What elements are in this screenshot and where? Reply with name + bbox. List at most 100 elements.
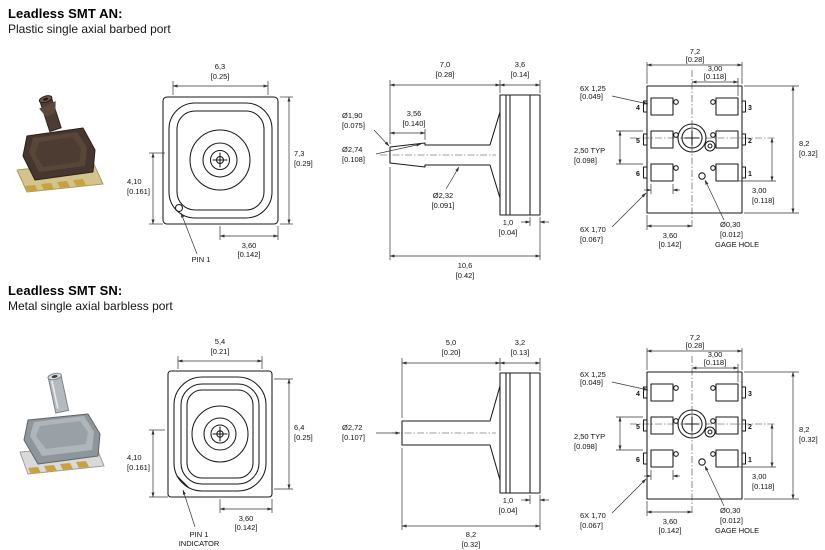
- bottom-view-an: 7,2 [0.28] 3,00 [0.118] 6X 1,25 [0.049] …: [574, 47, 818, 249]
- dim-body-in: [0.13]: [511, 348, 530, 357]
- dim-height-mm: 6,4: [294, 423, 304, 432]
- dim-lid-in: [0.04]: [499, 506, 518, 515]
- dim-total-mm: 10,6: [458, 261, 473, 270]
- pin1-mark: [174, 203, 184, 213]
- gage-hole-dia-in: [0.012]: [720, 516, 743, 525]
- dim-center-w-in: [0.118]: [704, 72, 726, 81]
- package-side-outline: [389, 94, 541, 216]
- dim-pitch-in: [0.098]: [574, 442, 597, 451]
- bottom-view-sn: 7,2 [0.28] 3,00 [0.118] 6X 1,25 [0.049] …: [574, 333, 818, 535]
- barbless-port: [47, 372, 70, 414]
- section-sn-title: Leadless SMT SN:: [8, 283, 123, 298]
- dim-pad-mm: 3,60: [242, 241, 257, 250]
- dim-pad-width-mm: 6X 1,70: [580, 225, 606, 234]
- dim-center-h-in: [0.118]: [752, 196, 774, 205]
- dim-overall-h-in: [0.32]: [799, 149, 818, 158]
- top-view-an-dimensions: [149, 81, 293, 255]
- dim-pad-width-mm: 6X 1,70: [580, 511, 606, 520]
- pin1-label: PIN 1: [192, 255, 211, 264]
- gage-hole-dia-in: [0.012]: [720, 230, 743, 239]
- top-view-an: 6,3 [0.25] 7,3 [0.29] 4,10 [0.161] 3,60 …: [127, 62, 313, 264]
- dim-overall-h-in: [0.32]: [799, 435, 818, 444]
- side-view-an: 7,0 [0.28] 3,6 [0.14] Ø1,90 [0.075] 3,56…: [342, 60, 549, 280]
- dim-pad-height-in: [0.049]: [580, 378, 603, 387]
- gage-hole-label: GAGE HOLE: [715, 240, 759, 249]
- package-top-outline: [167, 370, 273, 498]
- dim-pitch-in: [0.098]: [574, 156, 597, 165]
- package-bottom-outline: [642, 371, 747, 500]
- dim-pad-width-in: [0.067]: [580, 521, 603, 530]
- dim-height-in: [0.29]: [294, 159, 313, 168]
- dim-tip-dia-mm: Ø1,90: [342, 111, 362, 120]
- pin-6-label: 6: [636, 171, 640, 178]
- gage-hole: [698, 172, 706, 180]
- dim-total-mm: 8,2: [466, 530, 476, 539]
- pin-4-label: 4: [636, 391, 640, 398]
- dim-overall-h-mm: 8,2: [799, 139, 809, 148]
- dim-center-w-mm: 3,00: [708, 350, 723, 359]
- dim-pitch-mm: 2,50 TYP: [574, 146, 605, 155]
- dim-pad-width-in: [0.067]: [580, 235, 603, 244]
- package-bottom-outline: [642, 85, 747, 214]
- bottom-view-sn-dimensions: [611, 348, 799, 516]
- dim-body-mm: 3,2: [515, 338, 525, 347]
- dim-port-length-in: [0.20]: [442, 348, 461, 357]
- dim-center-w-mm: 3,00: [708, 64, 723, 73]
- dim-overall-w-mm: 7,2: [690, 47, 700, 56]
- gage-hole-dia-mm: Ø0,30: [720, 506, 740, 515]
- dim-total-in: [0.42]: [456, 271, 475, 280]
- top-view-sn: 5,4 [0.21] 6,4 [0.25] 4,10 [0.161] 3,60 …: [127, 337, 313, 548]
- gage-hole-label: GAGE HOLE: [715, 526, 759, 535]
- dim-pad-in: [0.142]: [235, 523, 258, 532]
- dim-body-in: [0.14]: [511, 70, 530, 79]
- top-view-sn-dimensions: [149, 356, 293, 528]
- dim-pad-in: [0.142]: [238, 250, 261, 259]
- dim-port-height-in: [0.161]: [127, 187, 150, 196]
- pin-1-label: 1: [748, 457, 752, 464]
- dim-overall-w-in: [0.28]: [686, 55, 705, 64]
- dim-tube-dia-in: [0.107]: [342, 433, 365, 442]
- dim-width-mm: 6,3: [215, 62, 225, 71]
- dim-port-height-mm: 4,10: [127, 177, 142, 186]
- dim-barb-in: [0.140]: [403, 119, 426, 128]
- dim-overall-w-mm: 7,2: [690, 333, 700, 342]
- dim-port-height-mm: 4,10: [127, 453, 142, 462]
- dim-overall-h-mm: 8,2: [799, 425, 809, 434]
- dim-half-w-in: [0.142]: [659, 526, 682, 535]
- pin-1-label: 1: [748, 171, 752, 178]
- dim-half-w-mm: 3,60: [663, 231, 678, 240]
- dim-pad-mm: 3,60: [239, 514, 254, 523]
- section-an-title: Leadless SMT AN:: [8, 6, 123, 21]
- dim-center-h-in: [0.118]: [752, 482, 774, 491]
- product-photo-an: [16, 95, 104, 193]
- dim-width-mm: 5,4: [215, 337, 225, 346]
- dim-port-length-in: [0.28]: [436, 70, 455, 79]
- dim-barb-dia-in: [0.108]: [342, 155, 365, 164]
- photo-smt-sn: [19, 372, 105, 475]
- dim-lid-mm: 1,0: [503, 218, 513, 227]
- dim-height-in: [0.25]: [294, 433, 313, 442]
- dim-height-mm: 7,3: [294, 149, 304, 158]
- pin-5-label: 5: [636, 138, 640, 145]
- dim-overall-w-in: [0.28]: [686, 341, 705, 350]
- pin1-label-line2: INDICATOR: [179, 539, 220, 548]
- section-an-subtitle: Plastic single axial barbed port: [8, 22, 171, 36]
- bottom-view-an-dimensions: [611, 62, 799, 230]
- dim-center-w-in: [0.118]: [704, 358, 726, 367]
- dim-pad-height-mm: 6X 1,25: [580, 370, 606, 379]
- pin-6-label: 6: [636, 457, 640, 464]
- dim-barb-mm: 3,56: [407, 109, 422, 118]
- dim-tube-dia-mm: Ø2,32: [433, 191, 453, 200]
- dim-barb-dia-mm: Ø2,74: [342, 145, 362, 154]
- pin-3-label: 3: [748, 105, 752, 112]
- pin-4-label: 4: [636, 105, 640, 112]
- photo-smt-an: [16, 95, 104, 193]
- pin-2-label: 2: [748, 424, 752, 431]
- dim-lid-in: [0.04]: [499, 228, 518, 237]
- dim-width-in: [0.25]: [211, 72, 230, 81]
- gage-hole: [698, 458, 706, 466]
- dim-center-h-mm: 3,00: [752, 186, 767, 195]
- section-sn-subtitle: Metal single axial barbless port: [8, 299, 173, 313]
- product-photo-sn: [19, 372, 105, 475]
